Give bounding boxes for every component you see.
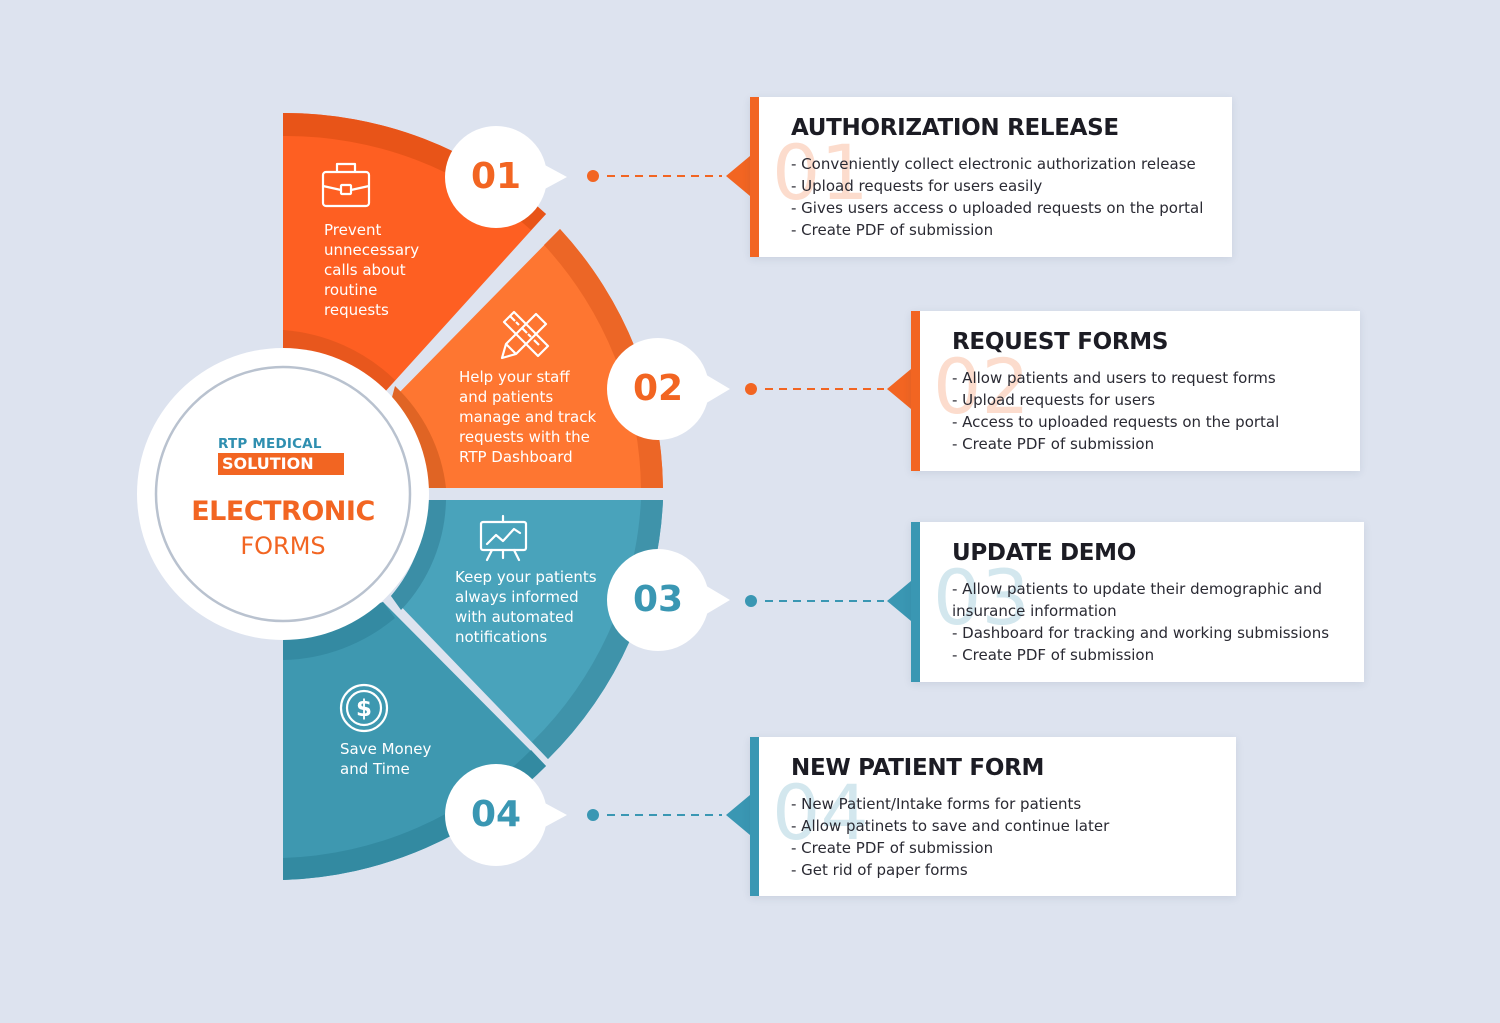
segment-2-text: Help your staff and patients manage and … bbox=[459, 368, 597, 466]
list-item: - New Patient/Intake forms for patients bbox=[791, 795, 1082, 813]
segment-4-text: Save Money and Time bbox=[340, 740, 432, 778]
card-new-patient-form: 04 NEW PATIENT FORM - New Patient/Intake… bbox=[750, 737, 1236, 896]
list-item: - Get rid of paper forms bbox=[791, 861, 968, 879]
card-title: REQUEST FORMS bbox=[952, 329, 1169, 355]
connector-3 bbox=[745, 581, 911, 621]
card-accent-bar bbox=[750, 737, 759, 896]
step-number-3: 03 bbox=[632, 579, 684, 620]
segment-3-text: Keep your patients always informed with … bbox=[455, 568, 597, 646]
hub-subtitle: FORMS bbox=[240, 532, 326, 560]
list-item: insurance information bbox=[952, 602, 1117, 620]
list-item: - Access to uploaded requests on the por… bbox=[952, 413, 1280, 431]
dollar-coin-icon: $ bbox=[339, 683, 389, 733]
connector-2 bbox=[745, 369, 911, 409]
card-watermark-number: 01 bbox=[772, 128, 869, 217]
segment-3 bbox=[391, 500, 663, 759]
card-accent-bar bbox=[750, 97, 759, 257]
card-title: UPDATE DEMO bbox=[952, 540, 1136, 566]
card-item-list: - Allow patients to update their demogra… bbox=[952, 578, 1329, 666]
step-number-1: 01 bbox=[470, 156, 522, 197]
card-title: NEW PATIENT FORM bbox=[791, 755, 1045, 781]
list-item: - Create PDF of submission bbox=[791, 839, 994, 857]
bubble-3 bbox=[607, 549, 730, 651]
svg-text:$: $ bbox=[356, 696, 372, 722]
step-number-2: 02 bbox=[632, 368, 684, 409]
card-accent-bar bbox=[911, 522, 920, 682]
list-item: - Allow patients to update their demogra… bbox=[952, 580, 1322, 598]
list-item: - Create PDF of submission bbox=[952, 646, 1155, 664]
card-request-forms: 02 REQUEST FORMS - Allow patients and us… bbox=[911, 311, 1360, 471]
card-authorization-release: 01 AUTHORIZATION RELEASE - Conveniently … bbox=[750, 97, 1232, 257]
card-item-list: - Allow patients and users to request fo… bbox=[952, 367, 1279, 455]
list-item: - Create PDF of submission bbox=[952, 435, 1155, 453]
bubble-4 bbox=[445, 764, 567, 866]
logo-text-top: RTP MEDICAL bbox=[218, 436, 322, 452]
list-item: - Dashboard for tracking and working sub… bbox=[952, 624, 1330, 642]
ruler-pencil-icon bbox=[500, 310, 550, 360]
card-accent-bar bbox=[911, 311, 920, 471]
presentation-chart-icon bbox=[479, 514, 528, 562]
card-update-demo: 03 UPDATE DEMO - Allow patients to updat… bbox=[911, 522, 1364, 682]
list-item: - Upload requests for users easily bbox=[791, 177, 1043, 195]
card-title: AUTHORIZATION RELEASE bbox=[791, 115, 1119, 141]
list-item: - Allow patients and users to request fo… bbox=[952, 369, 1276, 387]
segment-1-text: Prevent unnecessary calls about routine … bbox=[324, 221, 420, 319]
logo-text-bottom: SOLUTION bbox=[218, 453, 344, 475]
card-watermark-number: 02 bbox=[933, 342, 1030, 431]
hub-title: ELECTRONIC bbox=[191, 496, 375, 527]
step-number-4: 04 bbox=[470, 794, 522, 835]
card-watermark-number: 04 bbox=[772, 768, 869, 857]
connector-4 bbox=[587, 795, 750, 835]
connector-1 bbox=[587, 156, 750, 196]
bubble-2 bbox=[607, 338, 730, 440]
card-item-list: - New Patient/Intake forms for patients … bbox=[791, 793, 1109, 881]
list-item: - Create PDF of submission bbox=[791, 221, 994, 239]
card-watermark-number: 03 bbox=[933, 553, 1030, 642]
list-item: - Gives users access o uploaded requests… bbox=[791, 199, 1204, 217]
list-item: - Conveniently collect electronic author… bbox=[791, 155, 1196, 173]
briefcase-icon bbox=[321, 162, 371, 208]
card-item-list: - Conveniently collect electronic author… bbox=[791, 153, 1203, 241]
bubble-1 bbox=[445, 126, 567, 228]
list-item: - Upload requests for users bbox=[952, 391, 1156, 409]
list-item: - Allow patinets to save and continue la… bbox=[791, 817, 1110, 835]
